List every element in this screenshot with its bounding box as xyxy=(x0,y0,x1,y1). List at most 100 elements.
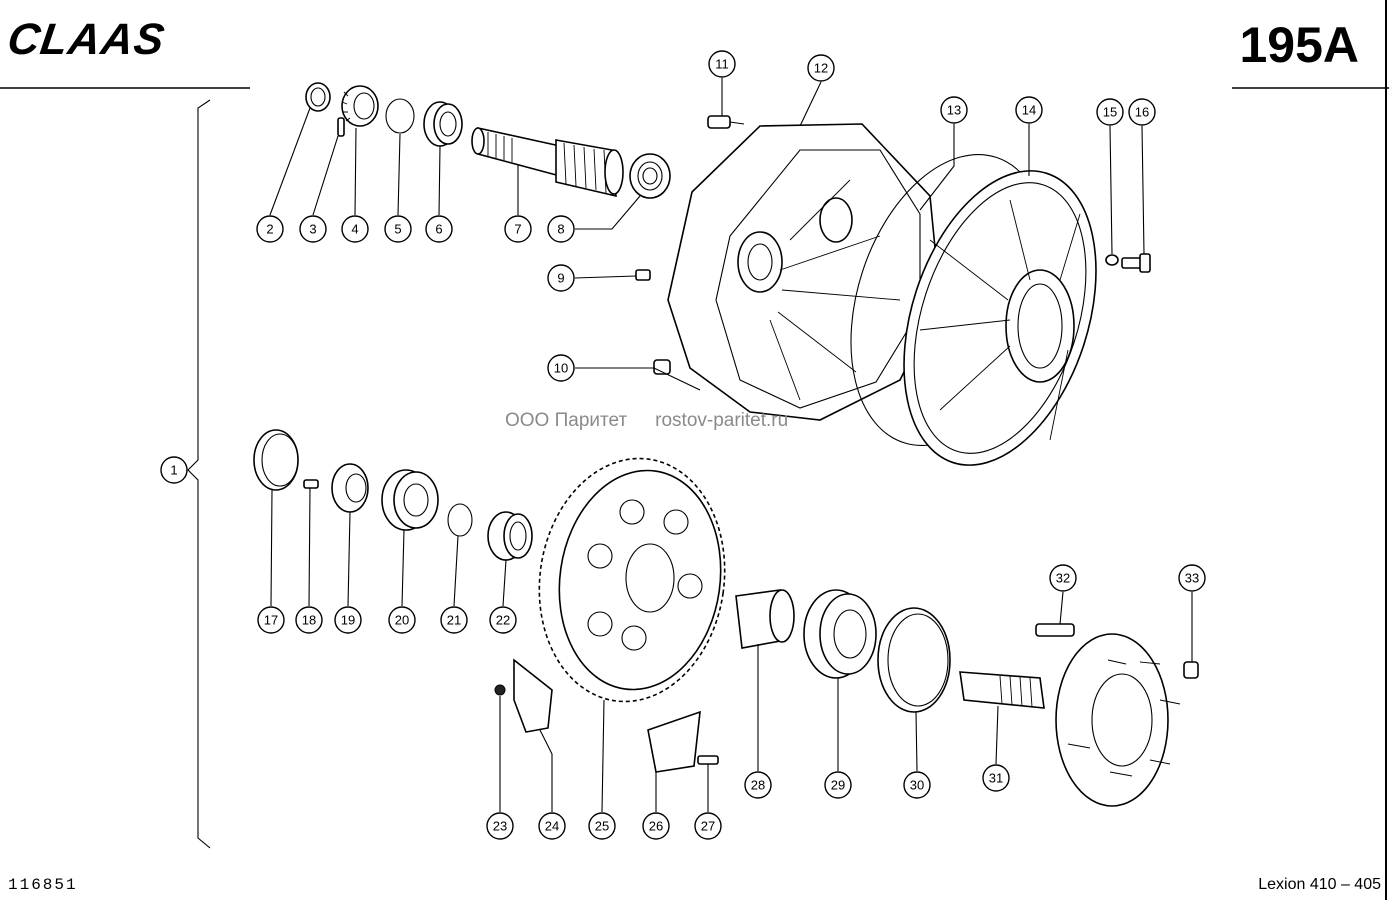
svg-text:6: 6 xyxy=(435,222,442,237)
svg-text:24: 24 xyxy=(545,819,559,834)
svg-text:9: 9 xyxy=(557,271,564,286)
svg-text:3: 3 xyxy=(309,222,316,237)
svg-text:15: 15 xyxy=(1103,105,1117,120)
svg-text:18: 18 xyxy=(302,613,316,628)
callout-12: 12 xyxy=(807,54,835,82)
svg-text:10: 10 xyxy=(554,361,568,376)
part-washer-15 xyxy=(1105,254,1119,266)
part-bolt-16 xyxy=(1121,253,1151,273)
svg-text:11: 11 xyxy=(715,57,729,72)
callout-19: 19 xyxy=(334,606,362,634)
svg-text:2: 2 xyxy=(266,222,273,237)
svg-text:13: 13 xyxy=(947,103,961,118)
svg-text:23: 23 xyxy=(493,819,507,834)
callout-31: 31 xyxy=(982,764,1010,792)
callout-9: 9 xyxy=(547,264,575,292)
part-plate-24 xyxy=(513,658,553,733)
part-pin-18 xyxy=(303,479,319,489)
svg-text:22: 22 xyxy=(496,613,510,628)
svg-text:20: 20 xyxy=(395,613,409,628)
svg-text:4: 4 xyxy=(351,222,358,237)
group-brace xyxy=(187,99,211,849)
drawing-number: 116851 xyxy=(8,876,78,894)
callout-29: 29 xyxy=(824,771,852,799)
callout-2: 2 xyxy=(256,215,284,243)
part-plug-9 xyxy=(635,269,651,281)
svg-text:33: 33 xyxy=(1185,571,1199,586)
callout-21: 21 xyxy=(440,606,468,634)
callout-5: 5 xyxy=(384,215,412,243)
callout-33: 33 xyxy=(1178,564,1206,592)
housing-icon xyxy=(667,123,941,421)
part-nut-4 xyxy=(341,85,379,127)
watermark: ООО Паритет rostov-paritet.ru xyxy=(505,410,788,432)
part-ring-21 xyxy=(447,503,473,537)
callout-10: 10 xyxy=(547,354,575,382)
svg-text:30: 30 xyxy=(910,778,924,793)
part-key-3 xyxy=(337,117,345,137)
model-label: Lexion 410 – 405 xyxy=(1258,876,1381,893)
shaft-icon xyxy=(471,127,624,198)
callout-6: 6 xyxy=(425,215,453,243)
callout-18: 18 xyxy=(295,606,323,634)
svg-text:25: 25 xyxy=(595,819,609,834)
svg-text:5: 5 xyxy=(394,222,401,237)
part-bearing-29 xyxy=(803,589,877,679)
part-seal-ring-2 xyxy=(305,82,331,112)
svg-text:29: 29 xyxy=(831,778,845,793)
svg-text:28: 28 xyxy=(751,778,765,793)
callout-25: 25 xyxy=(588,812,616,840)
svg-text:7: 7 xyxy=(514,222,521,237)
gear-icon xyxy=(538,457,726,703)
callout-24: 24 xyxy=(538,812,566,840)
svg-text:14: 14 xyxy=(1022,103,1036,118)
part-cover-14 xyxy=(903,170,1097,466)
part-screw-11 xyxy=(707,115,745,129)
part-bushing-28 xyxy=(735,589,795,649)
part-bracket-26 xyxy=(647,710,701,773)
svg-text:27: 27 xyxy=(701,819,715,834)
callout-8: 8 xyxy=(547,215,575,243)
callout-30: 30 xyxy=(903,771,931,799)
part-seal-30 xyxy=(877,607,951,713)
callout-15: 15 xyxy=(1096,98,1124,126)
leader-lines xyxy=(269,78,1193,813)
bearing-icon xyxy=(423,101,463,147)
part-o-ring-5 xyxy=(385,98,415,134)
callout-13: 13 xyxy=(940,96,968,124)
callout-14: 14 xyxy=(1015,96,1043,124)
watermark-company: ООО Паритет xyxy=(505,410,628,431)
part-nut-23 xyxy=(494,684,506,696)
svg-text:26: 26 xyxy=(649,819,663,834)
hub-icon xyxy=(959,623,1199,807)
svg-text:17: 17 xyxy=(264,613,278,628)
part-seal-17 xyxy=(253,429,299,491)
callout-20: 20 xyxy=(388,606,416,634)
watermark-site: rostov-paritet.ru xyxy=(655,410,789,431)
svg-text:32: 32 xyxy=(1056,571,1070,586)
part-bearing-20 xyxy=(381,469,439,531)
part-race-22 xyxy=(487,511,533,561)
callout-23: 23 xyxy=(486,812,514,840)
svg-text:16: 16 xyxy=(1135,105,1149,120)
callout-26: 26 xyxy=(642,812,670,840)
svg-text:19: 19 xyxy=(341,613,355,628)
callout-17: 17 xyxy=(257,606,285,634)
callout-28: 28 xyxy=(744,771,772,799)
page-code: 195A xyxy=(1239,17,1359,73)
callout-16: 16 xyxy=(1128,98,1156,126)
callout-22: 22 xyxy=(489,606,517,634)
svg-text:12: 12 xyxy=(814,61,828,76)
callout-3: 3 xyxy=(299,215,327,243)
callout-11: 11 xyxy=(708,50,736,78)
callout-4: 4 xyxy=(341,215,369,243)
callout-27: 27 xyxy=(694,812,722,840)
svg-text:31: 31 xyxy=(989,771,1003,786)
svg-text:1: 1 xyxy=(170,463,177,478)
part-screw-27 xyxy=(697,755,719,765)
callout-7: 7 xyxy=(504,215,532,243)
svg-text:21: 21 xyxy=(447,613,461,628)
part-bearing-8 xyxy=(629,153,671,199)
